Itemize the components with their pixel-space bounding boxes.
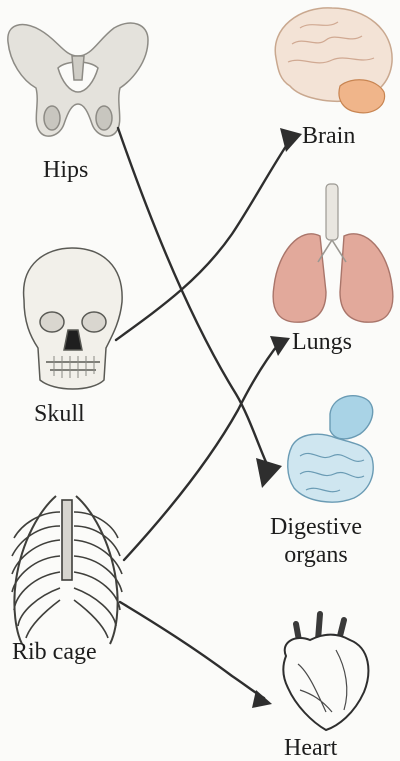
skull-icon — [24, 248, 123, 389]
label-digestive-line1: Digestive — [266, 513, 366, 541]
arrow-skull-to-brain — [116, 140, 290, 340]
label-skull: Skull — [34, 402, 85, 426]
arrowhead-digestive — [256, 458, 282, 488]
label-hips: Hips — [43, 158, 88, 182]
brain-icon — [275, 8, 392, 113]
pelvis-icon — [8, 23, 148, 136]
label-digestive-line2: organs — [266, 541, 366, 569]
label-digestive-organs: Digestive organs — [266, 513, 366, 569]
digestive-organs-icon — [288, 396, 373, 502]
heart-icon — [283, 614, 368, 730]
label-ribcage: Rib cage — [12, 640, 97, 664]
label-lungs: Lungs — [292, 330, 352, 354]
arrowheads — [252, 128, 302, 708]
arrow-ribcage-to-lungs — [124, 342, 280, 560]
ribcage-icon — [12, 496, 122, 644]
arrow-lines — [116, 128, 290, 698]
lungs-icon — [273, 184, 393, 322]
arrow-hips-to-digestive — [118, 128, 266, 462]
label-brain: Brain — [302, 124, 355, 148]
arrow-ribcage-to-heart — [120, 602, 264, 698]
label-heart: Heart — [284, 736, 337, 760]
